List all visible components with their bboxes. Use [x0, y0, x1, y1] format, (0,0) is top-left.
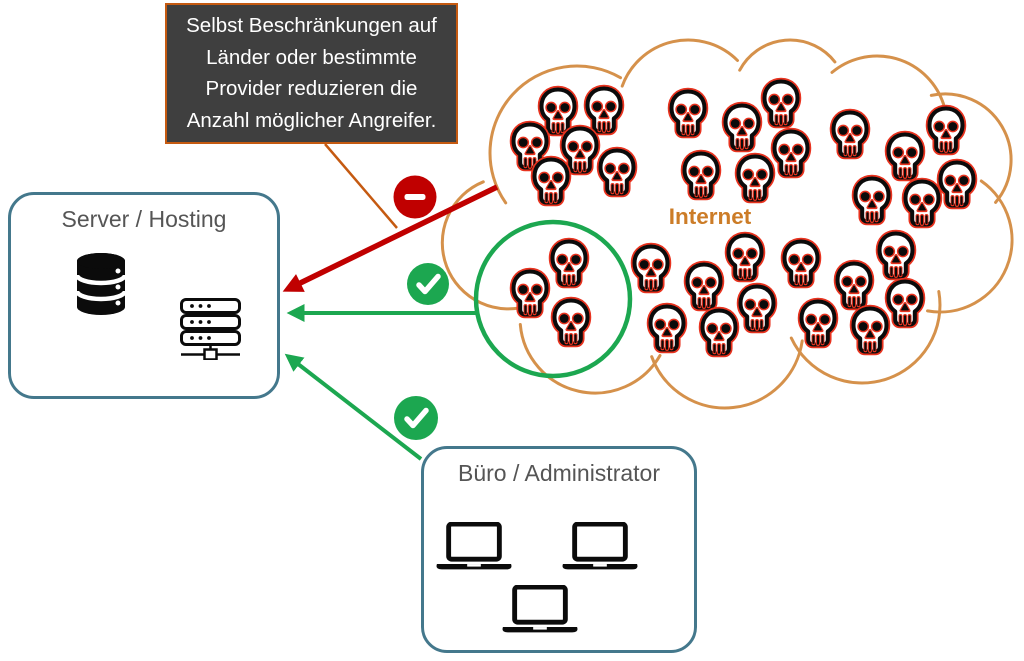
skull-icon	[685, 154, 718, 197]
laptop-icon	[502, 585, 578, 633]
skull-icon	[542, 90, 575, 133]
database-icon	[75, 253, 127, 315]
office-administrator-box: Büro / Administrator	[421, 446, 697, 653]
annotation-line: Anzahl möglicher Angreifer.	[186, 108, 437, 132]
server-box-title: Server / Hosting	[61, 206, 227, 232]
skull-icon	[765, 82, 798, 125]
check-icon	[416, 273, 441, 295]
skull-icon	[775, 132, 808, 175]
server-rack-icon	[180, 298, 241, 360]
filtered-zone-circle	[473, 219, 633, 379]
skull-icon	[672, 92, 705, 135]
skull-icon	[726, 106, 759, 149]
skull-icon	[601, 151, 634, 194]
skull-icon	[906, 182, 939, 225]
server-hosting-box: Server / Hosting	[8, 192, 280, 399]
annotation-box: Selbst Beschränkungen auf Länder oder be…	[165, 3, 458, 144]
blocked-badge	[393, 175, 437, 219]
skull-icon	[889, 135, 922, 178]
allowed-badge-internet	[407, 263, 449, 305]
skull-icon	[880, 234, 913, 277]
skull-icon	[856, 179, 889, 222]
minus-icon	[404, 194, 426, 200]
annotation-line: Länder oder bestimmte	[206, 45, 417, 69]
skull-icon	[889, 282, 922, 325]
skull-icon	[741, 287, 774, 330]
skull-icon	[514, 272, 547, 315]
skull-icon	[802, 302, 835, 345]
internet-cloud-outline	[440, 38, 1014, 410]
skull-icon	[785, 242, 818, 285]
check-icon	[404, 407, 429, 429]
skull-icon	[553, 242, 586, 285]
skull-icon	[739, 157, 772, 200]
blocked-arrow	[282, 184, 499, 292]
annotation-callout-line	[324, 143, 398, 229]
skull-icon	[688, 265, 721, 308]
skull-icon	[588, 89, 621, 132]
office-box-title: Büro / Administrator	[458, 460, 660, 486]
laptop-icon	[562, 522, 638, 570]
skull-icon	[941, 163, 974, 206]
skull-icon	[635, 247, 668, 290]
skull-icon	[834, 113, 867, 156]
laptop-icon	[436, 522, 512, 570]
annotation-line: Selbst Beschränkungen auf	[186, 14, 437, 37]
internet-label: Internet	[668, 204, 752, 229]
skull-icon	[854, 309, 887, 352]
skull-icon	[729, 236, 762, 279]
skull-icon	[703, 311, 736, 354]
skull-icon	[651, 307, 684, 350]
skull-icon	[838, 264, 871, 307]
allowed-arrow-office	[284, 353, 423, 461]
allowed-badge-office	[394, 396, 438, 440]
skull-icon	[555, 301, 588, 344]
attacker-skulls	[514, 82, 974, 354]
annotation-line: Provider reduzieren die	[205, 77, 418, 100]
skull-icon	[535, 160, 568, 203]
skull-icon	[930, 109, 963, 152]
skull-icon	[564, 129, 597, 172]
